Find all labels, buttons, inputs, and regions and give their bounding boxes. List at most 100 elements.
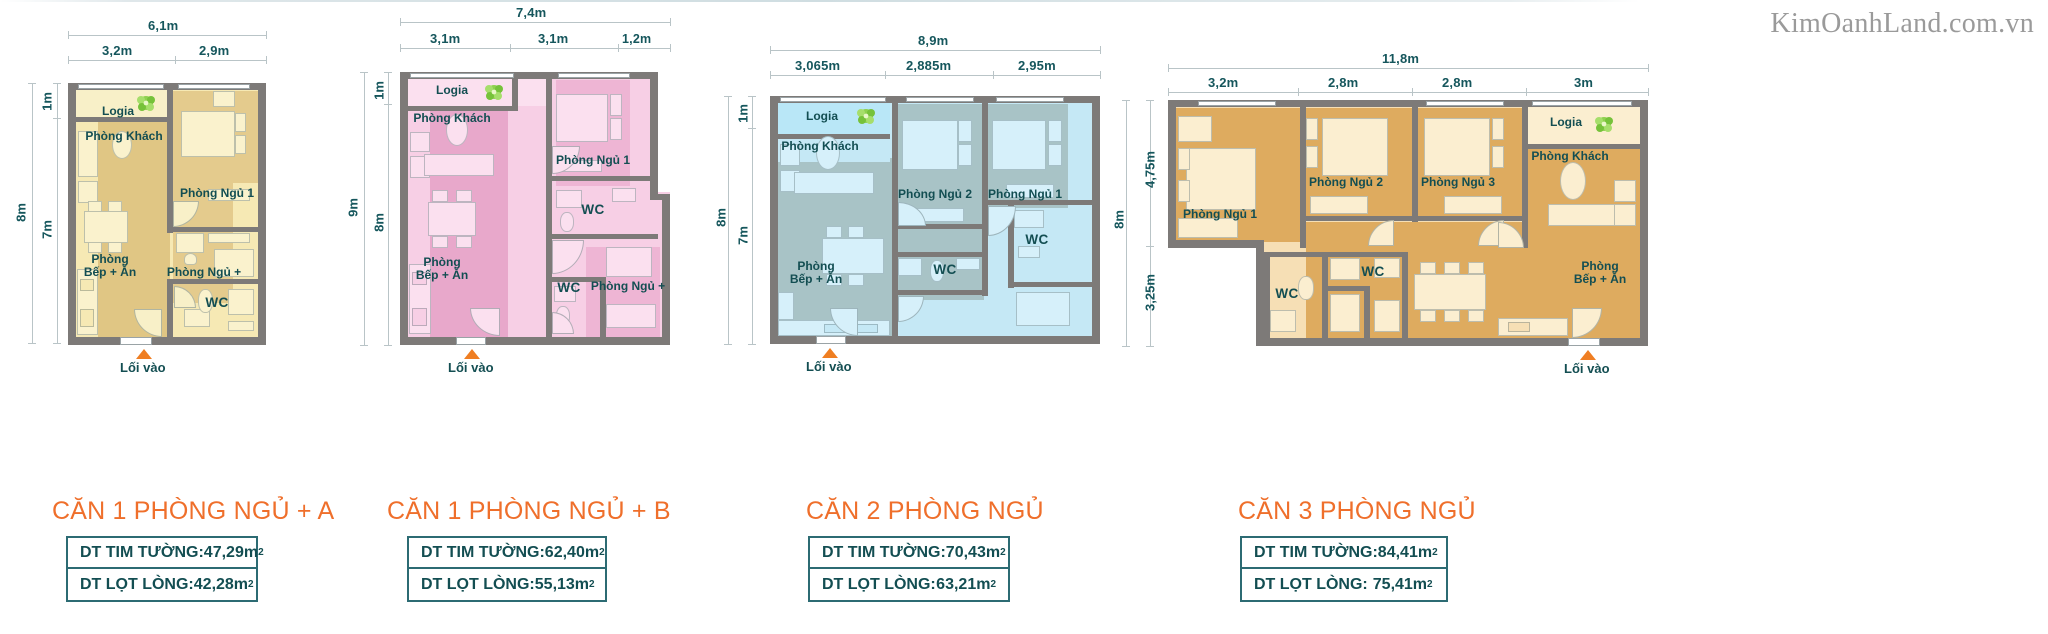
bed-double-1 <box>1186 148 1256 210</box>
dim-left-seg-2: 7m <box>735 226 751 245</box>
wall-right-lower <box>662 194 670 345</box>
wall-right <box>1640 100 1648 346</box>
nightstand <box>1048 144 1062 166</box>
dim-tick <box>618 44 619 52</box>
entry-label: Lối vào <box>120 360 166 375</box>
wall-bed3-bot <box>1412 216 1528 221</box>
label-bed1: Phòng Ngủ 1 <box>1183 207 1257 221</box>
window-logia <box>1532 101 1632 106</box>
dining-chair <box>848 226 864 238</box>
bed-double <box>556 94 608 142</box>
shower <box>898 258 922 276</box>
dim-seg-line <box>68 60 266 61</box>
dim-seg-1: 3,2m <box>102 43 133 58</box>
stove <box>80 309 94 327</box>
shower-2 <box>1330 258 1360 280</box>
plan-2-caption: CĂN 1 PHÒNG NGỦ + B <box>387 497 671 525</box>
wardrobe-2 <box>1310 196 1368 214</box>
bed-single <box>606 247 652 277</box>
watermark: KimOanhLand.com.vn <box>1770 8 2034 39</box>
wall-bottom <box>400 337 670 345</box>
dim-left-seg-1: 1m <box>371 81 387 100</box>
area-label: DT TIM TƯỜNG: <box>80 543 204 561</box>
area-label: DT TIM TƯỜNG: <box>421 543 545 561</box>
dining-chair <box>88 201 102 212</box>
label-wc-1: WC <box>581 202 605 217</box>
wall-vert-2 <box>167 279 173 337</box>
window-logia <box>78 84 164 89</box>
dim-seg-2: 2,885m <box>906 58 952 73</box>
dim-tick <box>1648 88 1649 96</box>
plan-1: 6,1m 3,2m 2,9m 8m 1m 7m <box>0 0 360 634</box>
label-kitchen-l2: Bếp + Ăn <box>415 268 469 282</box>
shower-2 <box>554 286 576 302</box>
sink-2 <box>1374 258 1400 278</box>
dining-chair <box>826 274 842 286</box>
dim-tick <box>175 56 176 64</box>
plan-3: 8,9m 3,065m 2,885m 2,95m 8m 1m 7m <box>710 0 1130 634</box>
plan-4: 11,8m 3,2m 2,8m 2,8m 3m 8m 4,75m 3,25m <box>1112 0 2048 634</box>
label-kitchen-l2: Bếp + Ăn <box>83 265 137 279</box>
wall-vert-1 <box>167 83 173 233</box>
armchair <box>1614 204 1636 226</box>
dim-tick <box>1122 100 1130 101</box>
wall-left <box>1168 100 1176 248</box>
wall-logia <box>778 134 890 139</box>
wall-right <box>258 83 266 345</box>
dim-seg-1: 3,065m <box>795 58 841 73</box>
label-logia: Logia <box>1550 115 1582 129</box>
tub <box>1330 294 1360 332</box>
dim-tick <box>53 343 61 344</box>
label-kitchen-l2: Bếp + Ăn <box>789 272 843 286</box>
dim-seg-4: 3m <box>1574 75 1594 90</box>
window-logia <box>410 73 514 78</box>
label-bed-plus: Phòng Ngủ + <box>590 279 666 293</box>
nightstand <box>958 144 972 166</box>
wc-counter <box>184 309 210 327</box>
window-bed1 <box>178 84 250 89</box>
dim-seg-2: 3,1m <box>538 31 569 46</box>
dim-tick <box>266 56 267 64</box>
dim-total-top: 6,1m <box>148 18 179 33</box>
dim-tick <box>885 71 886 79</box>
armchair <box>780 144 800 166</box>
plan-4-drawing: Phòng Ngủ 1 Phòng Ngủ 2 Phòng Ngủ 3 Logi… <box>1168 100 1648 346</box>
dim-tick <box>748 344 756 345</box>
dim-tick <box>400 18 401 26</box>
wall-logia <box>76 117 168 122</box>
sink-2 <box>1018 246 1040 258</box>
dim-tick <box>1122 346 1130 347</box>
nightstand <box>610 118 622 140</box>
dim-total-vline <box>1126 100 1127 346</box>
window-bed1 <box>558 73 630 78</box>
window-bed1 <box>996 97 1064 102</box>
label-kitchen-l1: Phòng <box>797 259 835 273</box>
dim-tick <box>748 128 756 129</box>
dining-chair <box>1468 262 1484 274</box>
nightstand <box>610 94 622 116</box>
dim-tick <box>1168 88 1169 96</box>
area-label: DT TIM TƯỜNG: <box>1254 543 1378 561</box>
label-kitchen-l1: Phòng <box>1581 259 1619 273</box>
label-bed1: Phòng Ngủ 1 <box>988 187 1062 201</box>
wall-logia-v <box>512 72 518 111</box>
wall-vert-1 <box>1300 100 1306 248</box>
dim-seg-3: 2,95m <box>1018 58 1056 73</box>
label-kitchen-l1: Phòng <box>423 255 461 269</box>
plant-icon <box>485 85 503 100</box>
dim-seg-2: 2,8m <box>1328 75 1359 90</box>
nightstand <box>1178 148 1190 170</box>
dim-left-seg-2: 7m <box>39 220 55 239</box>
wall-right <box>1092 96 1100 344</box>
wall-vert-3 <box>1522 100 1528 248</box>
dim-left-seg-1: 1m <box>39 92 55 111</box>
wall-wc1-right <box>1322 252 1328 338</box>
toilet <box>930 260 944 282</box>
dim-total-line <box>400 22 670 23</box>
dim-tick <box>670 44 671 52</box>
plan-2-drawing: Logia Phòng Khách Phòng Ngủ 1 WC Phòng B… <box>400 72 670 345</box>
dim-tick <box>266 31 267 39</box>
